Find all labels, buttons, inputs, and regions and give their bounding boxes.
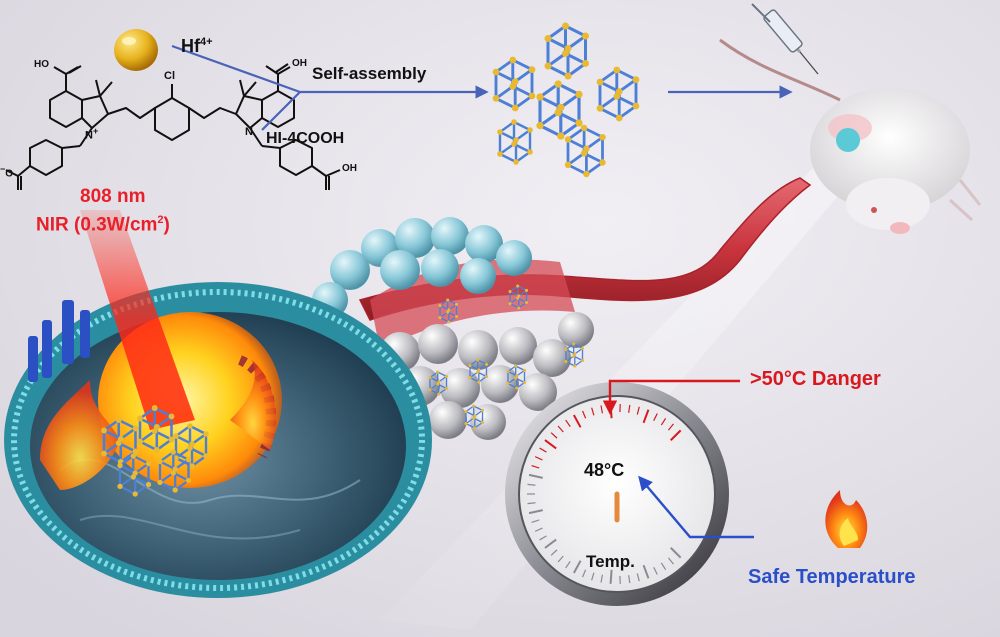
gauge-tick [539,447,547,453]
gauge-tick [667,557,674,565]
gauge-tick [565,419,571,427]
blood-vessel-lower [370,259,575,350]
o-charge: − [0,164,6,174]
gauge-tick [582,410,587,419]
fire-icon [825,490,868,548]
n-charge: + [92,126,99,136]
gauge-tick [557,555,564,563]
gauge-tick [550,432,558,439]
syringe-icon [751,3,819,75]
gauge-tick [670,429,682,441]
gauge-tick [591,572,595,581]
gauge-tick [642,409,650,424]
danger-arrow [602,379,740,415]
laser-power-prefix: NIR (0.3W/cm [36,214,158,236]
gauge-tick [534,527,543,532]
n-symbol: N [85,129,93,142]
gauge-tick [642,564,650,579]
gauge-tick [550,549,558,556]
safe-arrow [638,475,754,539]
gauge-tick [544,439,557,450]
hf-symbol: Hf [181,36,200,56]
gauge-tick [653,413,658,421]
hf-ion-icon [114,29,158,71]
atom-n-right: N [245,126,253,138]
gauge-tick [591,407,595,416]
gauge-ticks [527,404,682,584]
gauge-tick [660,562,667,571]
gauge-tick [572,560,582,574]
danger-label: >50°C Danger [750,368,881,390]
gauge-tick [600,405,604,414]
heat-flames [40,360,276,490]
temperature-reading: 48°C [584,460,625,480]
gauge-tick [565,561,571,569]
atom-o-minus: −O [0,164,13,179]
cyanine-structure [5,63,341,190]
temperature-label: Temp. [586,552,635,571]
gauge-tick [528,473,543,479]
self-assembly-label: Self-assembly [312,64,427,83]
gauge-tick [528,509,543,515]
safe-temperature-label: Safe Temperature [748,566,916,588]
cell-receptors [28,300,90,382]
gauge-tick [531,465,540,469]
gauge-tick [527,483,536,486]
synthesis-arrows [171,44,793,131]
ligand-label: HI-4COOH [266,130,345,147]
gauge-tick [572,414,582,428]
nanoparticle-cluster-blue [312,217,532,318]
gauge-tick [628,575,631,584]
laser-power-sup: 2 [157,214,164,226]
gauge-tick [636,406,640,415]
gauge-tick [609,569,613,584]
mouse-icon [719,38,982,234]
hf-charge: 4+ [200,36,213,48]
gauge-tick [660,417,667,426]
gauge-tick [539,535,547,541]
atom-ho-left: HO [34,59,49,70]
nir-laser-beam [80,210,195,430]
gauge-tick [582,569,587,578]
gauge-tick [544,538,557,549]
atom-cl: Cl [164,70,175,82]
gauge-tick [667,423,674,431]
gauge-tick [670,547,682,559]
gauge-tick [527,502,536,505]
hf-ion-label: Hf4+ [181,36,213,57]
gauge-tick [557,425,564,433]
laser-power-suffix: ) [163,214,170,236]
tumor-icon [836,128,860,152]
laser-power-label: NIR (0.3W/cm2) [36,214,170,236]
gauge-tick [531,519,540,523]
atom-n-plus: N+ [85,126,98,142]
atom-oh-bottom-right: OH [342,163,357,174]
gauge-tick [653,567,658,575]
gauge-tick [600,574,604,583]
gauge-tick [628,404,631,413]
thermometer-gauge [505,382,729,606]
laser-wavelength-label: 808 nm [80,186,146,207]
gauge-tick [534,456,543,461]
atom-oh-top-right: OH [292,58,307,69]
o-symbol: O [5,168,14,180]
gauge-tick [636,573,640,582]
